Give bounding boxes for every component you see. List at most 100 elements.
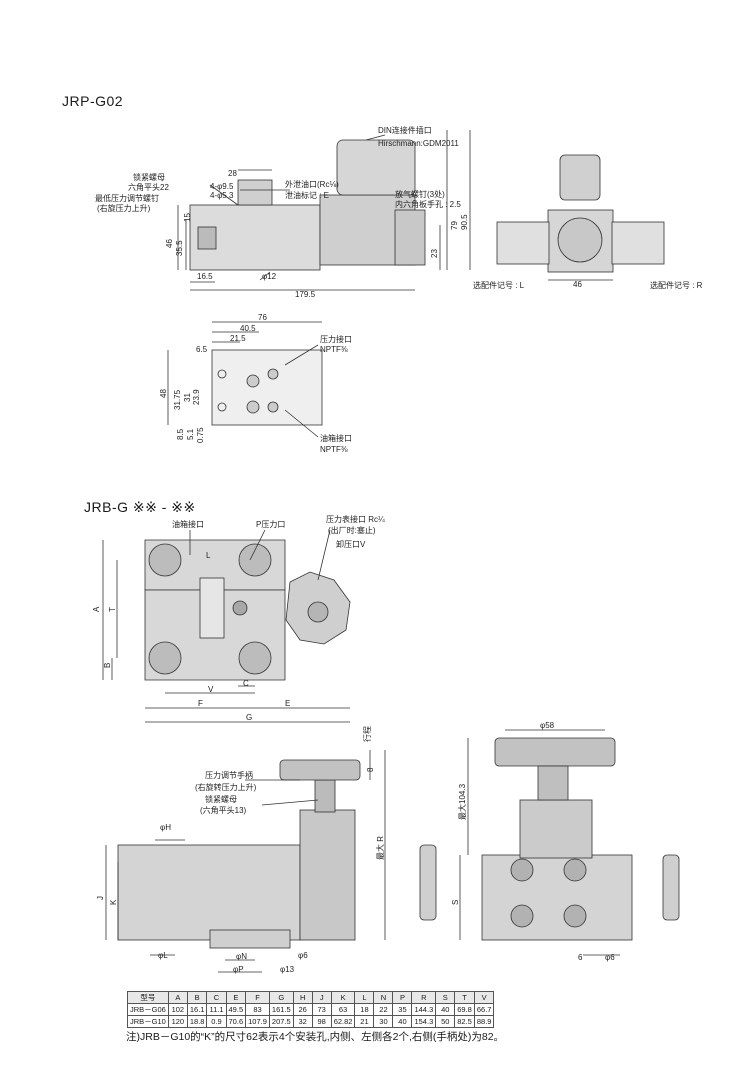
table-header-cell: 型号	[127, 991, 169, 1004]
table-header-cell: H	[292, 991, 313, 1004]
table-header-cell: C	[206, 991, 227, 1004]
label-drain: 外泄油口(Rc⅛)	[285, 179, 339, 189]
table-row: JRB－G06 102 16.1 11.1 49.5 83 161.5 26 7…	[127, 1003, 495, 1016]
label-bleed: 放气螺钉(3处)	[395, 189, 445, 199]
dim-d58: φ58	[540, 721, 555, 730]
dim-s: S	[451, 900, 460, 905]
jrb-heading: JRB-G ※※ - ※※	[84, 499, 196, 515]
label-jrb-lock-sub: (六角平头13)	[200, 805, 247, 815]
label-pressure-port: 压力接口	[320, 334, 352, 344]
table-cell: 144.3	[411, 1003, 437, 1016]
dim-n: φN	[236, 952, 247, 961]
dim-v: V	[208, 685, 214, 694]
dim-f: F	[198, 699, 203, 708]
table-cell: 83	[245, 1003, 270, 1016]
table-cell: 154.3	[411, 1015, 437, 1028]
base-dim-0-75: 0.75	[196, 427, 205, 443]
table-cell: 98	[311, 1015, 332, 1028]
table-cell: JRB－G06	[127, 1003, 169, 1016]
table-header-cell: L	[354, 991, 375, 1004]
table-header-cell: K	[330, 991, 356, 1004]
table-cell: 69.8	[454, 1003, 475, 1016]
label-tank-thread: NPTF⅜	[320, 445, 348, 454]
table-header-cell: E	[225, 991, 247, 1004]
dim-d13: φ13	[280, 965, 295, 974]
table-cell: 16.1	[186, 1003, 208, 1016]
dim-front-phi6: φ6	[605, 953, 615, 962]
table-header-cell: G	[268, 991, 294, 1004]
dim-p: φP	[233, 965, 244, 974]
table-header-cell: J	[311, 991, 332, 1004]
dim-46: 46	[165, 239, 174, 248]
table-cell: 120	[167, 1015, 188, 1028]
dim-23: 23	[430, 249, 439, 258]
dim-35-5: 35.5	[175, 240, 184, 256]
base-dim-48: 48	[159, 389, 168, 398]
label-din: DIN连接件插口	[378, 125, 432, 135]
dim-g: G	[246, 713, 252, 722]
base-dim-21-5: 21.5	[230, 334, 246, 343]
dim-front-6: 6	[578, 953, 583, 962]
table-cell: 63	[330, 1003, 356, 1016]
dim-5-3: 4-φ5.3	[210, 191, 234, 200]
label-hirschmann: Hirschmann:GDM2011	[378, 139, 459, 148]
dim-k: K	[109, 899, 118, 905]
table-header-cell: R	[411, 991, 437, 1004]
table-cell: 11.1	[206, 1003, 227, 1016]
table-cell: 26	[292, 1003, 313, 1016]
dim-79: 79	[450, 221, 459, 230]
table-cell: 35	[392, 1003, 413, 1016]
dim-b: B	[103, 663, 112, 668]
label-hex-wrench: 内六角板手孔 : 2.5	[395, 199, 461, 209]
table-cell: 70.6	[225, 1015, 247, 1028]
label-hex: 六角平头22	[128, 182, 169, 192]
base-dim-31-75: 31.75	[173, 389, 182, 410]
table-cell: 73	[311, 1003, 332, 1016]
dim-9-5: 4-φ9.5	[210, 182, 234, 191]
table-cell: 88.9	[473, 1015, 495, 1028]
label-option-l: 选配件记号 : L	[473, 280, 525, 290]
dim-phi-l: φL	[158, 951, 168, 960]
table-cell: 0.9	[206, 1015, 227, 1028]
dim-179-5: 179.5	[295, 290, 316, 299]
label-jrb-unload: 卸压口V	[336, 539, 366, 549]
base-dim-5-1: 5.1	[186, 428, 195, 440]
table-cell: 18	[354, 1003, 375, 1016]
table-cell: 21	[354, 1015, 375, 1028]
label-option-r: 选配件记号 : R	[650, 280, 703, 290]
base-dim-23-9: 23.9	[192, 389, 201, 405]
table-row: JRB－G10 120 18.8 0.9 70.6 107.9 207.5 32…	[127, 1015, 495, 1028]
front-dim-46: 46	[573, 280, 582, 289]
table-header-cell: P	[392, 991, 413, 1004]
label-tank-port: 油箱接口	[320, 433, 352, 443]
label-jrb-lock-nut: 锁紧螺母	[205, 794, 237, 804]
table-header-row: 型号 A B C E F G H J K L N P R S T V	[127, 991, 495, 1004]
table-cell: 207.5	[268, 1015, 294, 1028]
dim-h: φH	[160, 823, 171, 832]
table-cell: 161.5	[268, 1003, 294, 1016]
table-cell: 32	[292, 1015, 313, 1028]
table-cell: 30	[373, 1015, 394, 1028]
dim-12: φ12	[262, 272, 277, 281]
dimension-table: 型号 A B C E F G H J K L N P R S T V JRB－G…	[127, 991, 495, 1028]
dim-j: J	[96, 896, 105, 900]
table-cell: 82.5	[454, 1015, 475, 1028]
table-cell: 49.5	[225, 1003, 247, 1016]
table-cell: 62.82	[330, 1015, 356, 1028]
table-header-cell: T	[454, 991, 475, 1004]
dim-e: E	[285, 699, 290, 708]
label-jrb-tank: 油箱接口	[172, 519, 204, 529]
table-cell: 66.7	[473, 1003, 495, 1016]
table-cell: 40	[435, 1003, 456, 1016]
table-cell: 102	[167, 1003, 188, 1016]
dim-15: 15	[183, 213, 192, 222]
label-jrb-gauge: 压力表接口 Rc¼	[326, 514, 385, 524]
table-header-cell: F	[245, 991, 270, 1004]
table-header-cell: N	[373, 991, 394, 1004]
base-dim-40-5: 40.5	[240, 324, 256, 333]
label-pressure-thread: NPTF⅜	[320, 345, 348, 354]
label-jrb-pressure: P压力口	[256, 519, 285, 529]
label-min-pressure-sub: (右旋压力上升)	[97, 203, 151, 213]
label-jrb-gauge-sub: (出厂时:塞止)	[328, 525, 376, 535]
